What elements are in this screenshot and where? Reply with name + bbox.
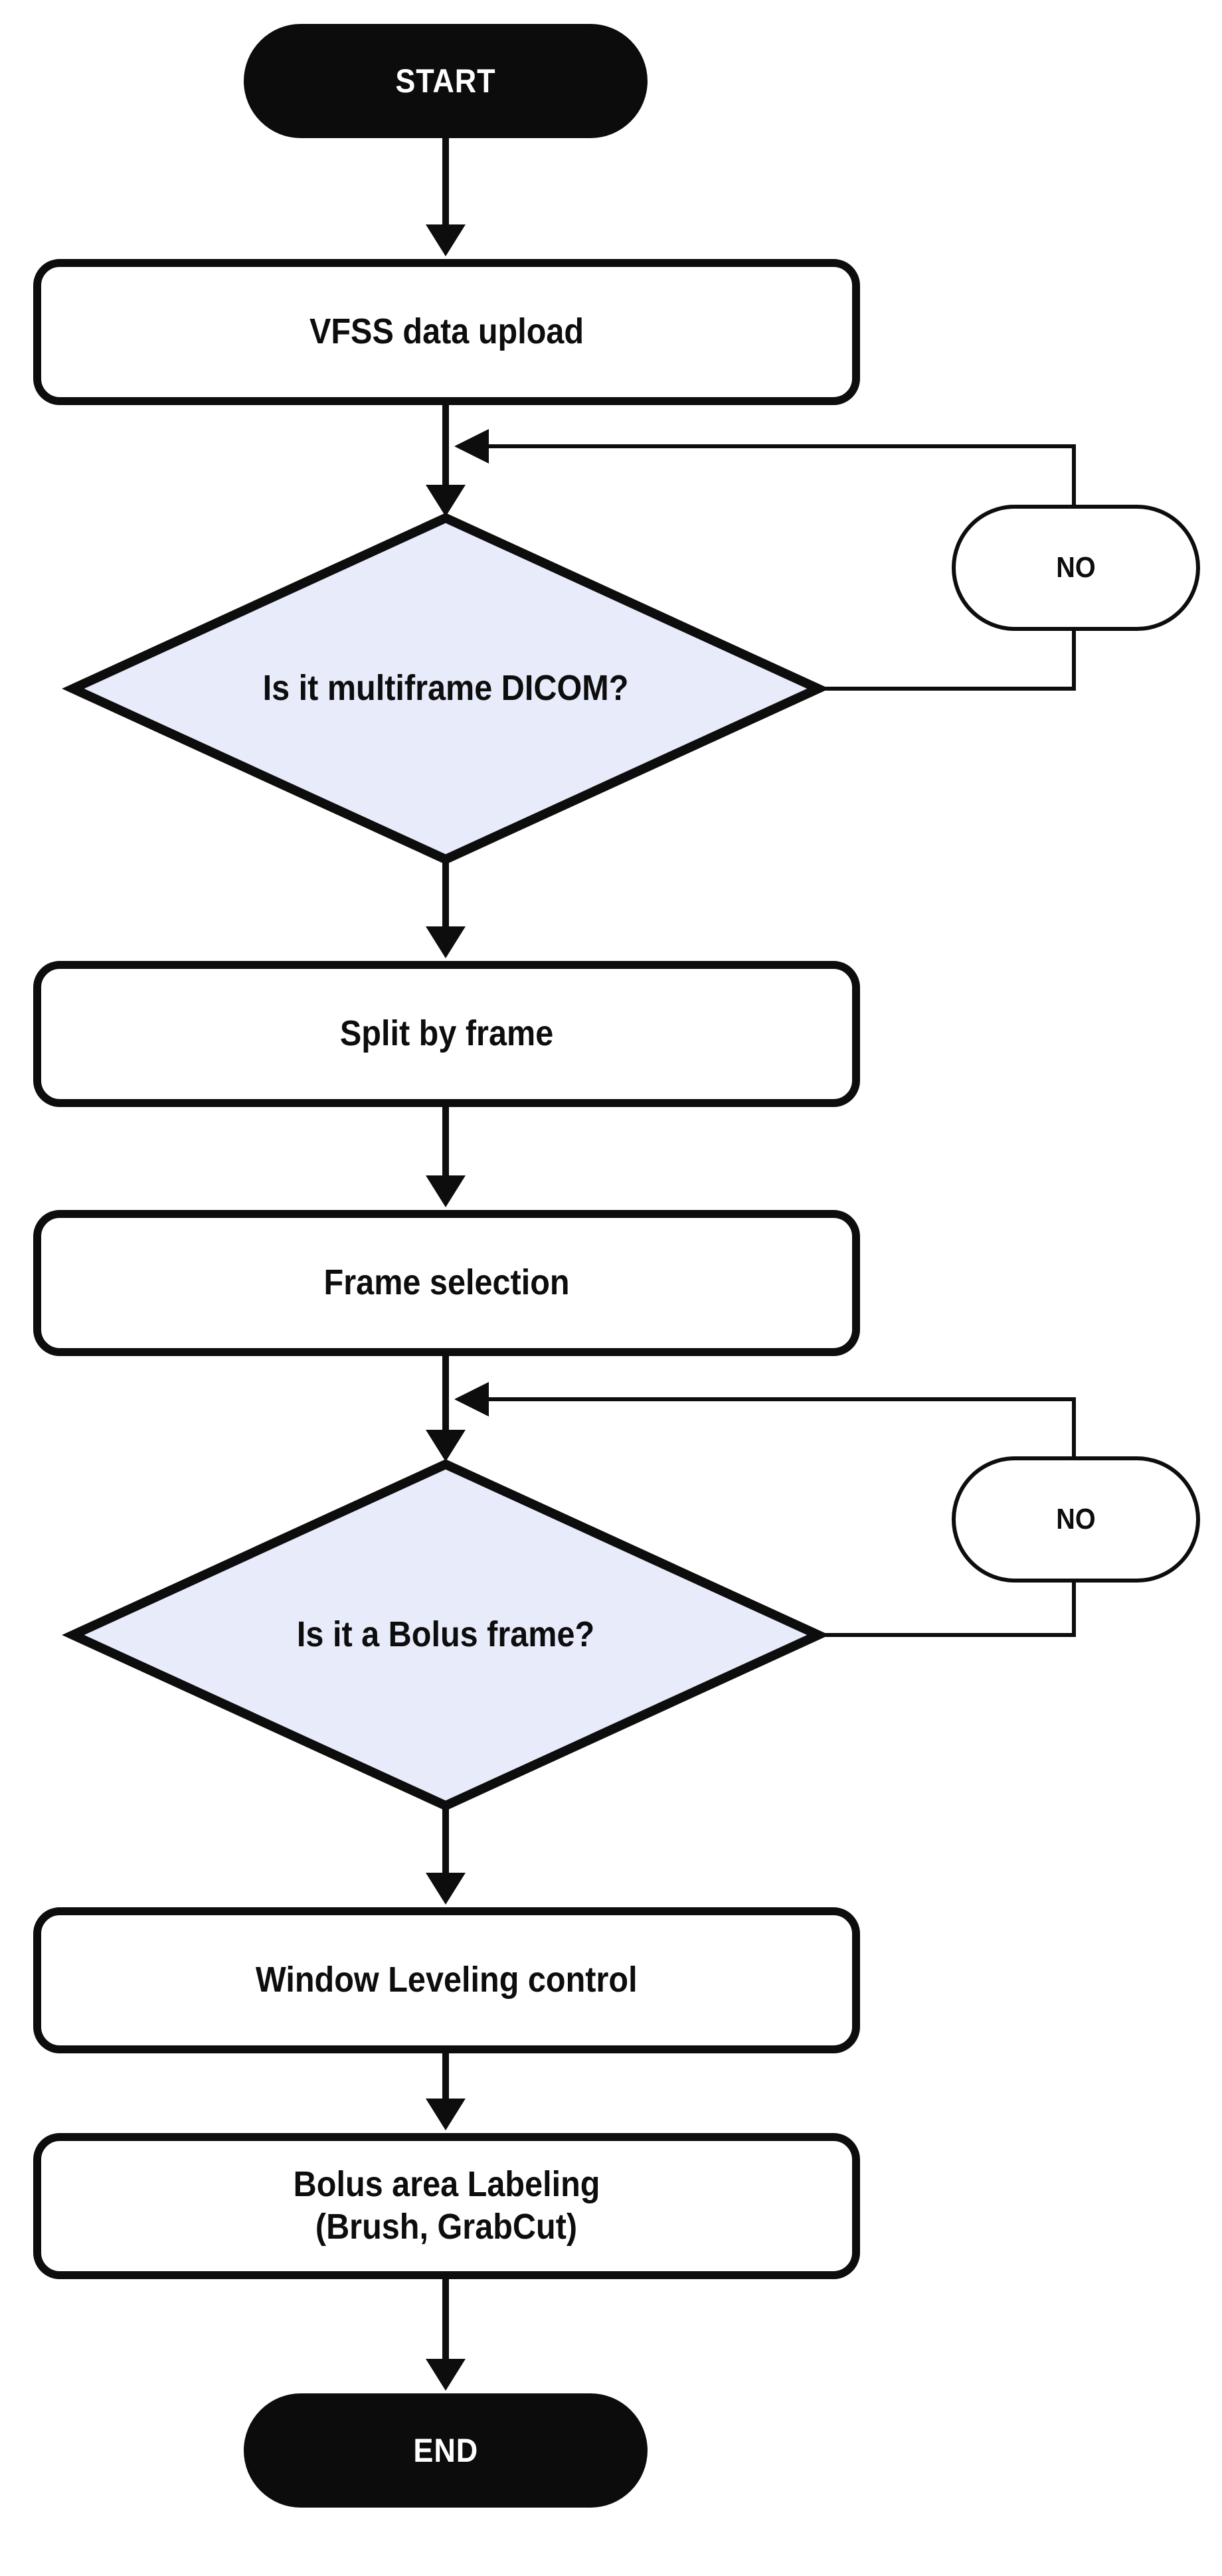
start-label: START <box>395 62 496 100</box>
no-badge-2-label: NO <box>1056 1503 1096 1536</box>
decision-multiframe-label: Is it multiframe DICOM? <box>262 668 629 709</box>
decision-bolus-diamond <box>62 1459 829 1811</box>
decision-bolus-label: Is it a Bolus frame? <box>296 1614 595 1655</box>
arrowhead-down-2-icon <box>426 485 466 517</box>
arrowhead-down-1-icon <box>426 224 466 256</box>
no-badge-1: NO <box>952 505 1200 631</box>
no-badge-2: NO <box>952 1456 1200 1583</box>
window-leveling-control-label: Window Leveling control <box>256 1960 638 2000</box>
process-window-leveling-control: Window Leveling control <box>33 1907 860 2053</box>
process-vfss-data-upload: VFSS data upload <box>33 259 860 405</box>
process-split-by-frame: Split by frame <box>33 961 860 1107</box>
end-node: END <box>244 2393 648 2508</box>
arrowhead-left-2-icon <box>454 1382 489 1417</box>
decision-multiframe-node: Is it multiframe DICOM? <box>73 518 818 859</box>
arrowhead-down-8-icon <box>426 2359 466 2391</box>
bolus-area-labeling-line1: Bolus area Labeling <box>293 2164 600 2205</box>
arrowhead-down-5-icon <box>426 1430 466 1462</box>
end-label: END <box>413 2431 478 2469</box>
arrowhead-down-3-icon <box>426 926 466 958</box>
decision-multiframe-diamond <box>62 513 829 865</box>
arrowhead-down-6-icon <box>426 1873 466 1905</box>
decision-bolus-node: Is it a Bolus frame? <box>73 1464 818 1806</box>
arrowhead-down-7-icon <box>426 2099 466 2130</box>
vfss-data-upload-label: VFSS data upload <box>309 311 584 352</box>
bolus-area-labeling-label: Bolus area Labeling (Brush, GrabCut) <box>276 2164 617 2248</box>
process-bolus-area-labeling: Bolus area Labeling (Brush, GrabCut) <box>33 2133 860 2279</box>
split-by-frame-label: Split by frame <box>339 1013 554 1054</box>
bolus-area-labeling-line2: (Brush, GrabCut) <box>315 2207 578 2247</box>
frame-selection-label: Frame selection <box>323 1262 570 1303</box>
arrowhead-down-4-icon <box>426 1175 466 1207</box>
arrowhead-left-1-icon <box>454 429 489 464</box>
start-node: START <box>244 24 648 138</box>
no-badge-1-label: NO <box>1056 551 1096 584</box>
process-frame-selection: Frame selection <box>33 1210 860 1356</box>
